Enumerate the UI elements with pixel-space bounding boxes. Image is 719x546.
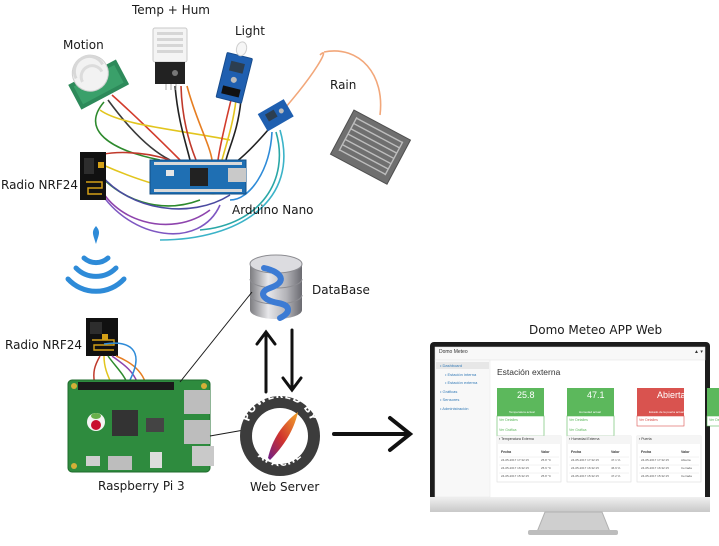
apache-badge: POWERED BY APACHE	[240, 390, 320, 476]
table-cell: 24-05-2017 15:32:15	[501, 474, 529, 478]
rain-label: Rain	[330, 78, 357, 92]
radio-top-label: Radio NRF24	[1, 178, 79, 192]
status-card-footer[interactable]	[706, 415, 719, 427]
radio-nrf24-bottom-module	[86, 318, 118, 356]
dashboard-brand: Domo Meteo	[439, 349, 468, 355]
dashboard-page-title: Estación externa	[497, 367, 561, 377]
card-subtitle: Estado de la puerta actual	[649, 410, 684, 414]
wifi-signal-icon	[65, 226, 127, 294]
table-col-header: Fecha	[571, 450, 582, 454]
table-cell: 47.2 %	[611, 474, 621, 478]
data-table-header	[497, 436, 561, 444]
table-col-header: Valor	[611, 450, 620, 454]
card-footer-link[interactable]: Ver Detalles	[499, 418, 518, 422]
table-cell: 24-05-2017 15:32:15	[641, 474, 669, 478]
card-value: Abierta	[657, 390, 686, 400]
table-cell: Cerrada	[681, 474, 692, 478]
card-footer-link[interactable]: Ver Detalles	[709, 418, 719, 422]
dashboard-user-menu[interactable]: ▲ ▾	[694, 349, 703, 355]
table-cell: 47.1 %	[611, 458, 621, 462]
card-footer-link-2[interactable]: Ver Gráfica	[499, 428, 517, 432]
table-col-header: Valor	[681, 450, 690, 454]
sidebar-item[interactable]: • Gráficas	[440, 388, 458, 394]
dashboard-screen	[434, 346, 719, 498]
card-footer-link[interactable]: Ver Detalles	[569, 418, 588, 422]
raspberry-pi-board	[67, 379, 214, 473]
dht22-sensor	[152, 27, 188, 90]
sidebar-item[interactable]: • Estación externa	[445, 380, 478, 385]
card-value: 25.8	[517, 390, 535, 400]
card-subtitle: Temperatura actual	[509, 410, 535, 414]
table-cell: 46.9 %	[611, 466, 621, 470]
radio-bottom-label: Radio NRF24	[5, 338, 83, 352]
connector-lines	[179, 291, 253, 437]
table-title: ▪ Temperatura Externa	[499, 437, 534, 441]
pir-motion-sensor	[68, 54, 130, 110]
sidebar-item[interactable]: • Estación interna	[445, 371, 477, 377]
arduino-nano-board	[149, 159, 247, 195]
sidebar-item[interactable]: • Dashboard	[440, 363, 463, 368]
status-card	[567, 388, 614, 416]
table-cell: 25.8 °C	[541, 474, 552, 478]
table-cell: Abierta	[681, 458, 691, 462]
table-cell: 24-05-2017 16:32:15	[571, 466, 599, 470]
status-card	[707, 388, 719, 416]
db-server-arrows	[255, 328, 303, 394]
data-table-header	[637, 436, 701, 444]
table-cell: 24-05-2017 16:32:15	[641, 466, 669, 470]
card-subtitle: Humedad actual	[579, 410, 601, 414]
apache-feather-icon	[268, 412, 298, 460]
table-title: ▪ Humedad Externa	[569, 437, 600, 441]
table-cell: 24-05-2017 17:32:15	[501, 458, 529, 462]
table-col-header: Valor	[541, 450, 550, 454]
database-label: DataBase	[312, 283, 370, 297]
table-cell: Cerrada	[681, 466, 692, 470]
status-card	[497, 388, 544, 416]
table-cell: 24-05-2017 16:32:15	[501, 466, 529, 470]
table-cell: 24-05-2017 17:32:15	[641, 458, 669, 462]
table-cell: 25.8 °C	[541, 458, 552, 462]
table-col-header: Fecha	[641, 450, 652, 454]
rain-controller-module	[257, 99, 294, 132]
card-footer-link[interactable]: Ver Detalles	[639, 418, 658, 422]
data-table-header	[567, 436, 631, 444]
sidebar-item[interactable]: • Administración	[440, 405, 469, 411]
server-to-app-arrow	[332, 416, 414, 452]
light-label: Light	[235, 24, 265, 38]
table-title: ▪ Puerta	[639, 437, 652, 441]
sidebar-item[interactable]: • Sensores	[440, 397, 460, 402]
light-sensor-module	[215, 41, 253, 104]
database-icon	[249, 254, 303, 321]
status-card	[637, 388, 684, 416]
rain-sensor-plate	[329, 109, 412, 185]
card-value: 47.1	[587, 390, 605, 400]
radio-nrf24-top-module	[80, 152, 106, 200]
web-server-label: Web Server	[250, 480, 320, 494]
table-cell: 24-05-2017 17:32:15	[571, 458, 599, 462]
card-footer-link-2[interactable]: Ver Gráfica	[569, 428, 587, 432]
app-title-label: Domo Meteo APP Web	[529, 323, 663, 337]
sensor-wires	[89, 50, 382, 241]
status-card-footer[interactable]	[636, 415, 685, 427]
table-col-header: Fecha	[501, 450, 512, 454]
temp-hum-label: Temp + Hum	[132, 3, 210, 17]
raspberry-label: Raspberry Pi 3	[98, 479, 185, 493]
table-cell: 25.9 °C	[541, 466, 552, 470]
arduino-label: Arduino Nano	[232, 203, 314, 217]
motion-label: Motion	[63, 38, 104, 52]
table-cell: 24-05-2017 15:32:15	[571, 474, 599, 478]
